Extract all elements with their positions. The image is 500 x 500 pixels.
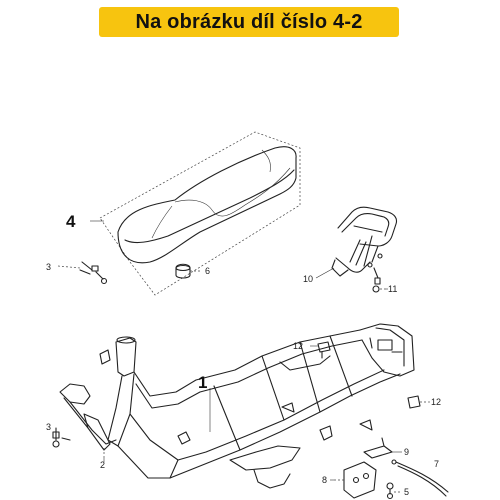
title-banner: Na obrázku díl číslo 4-2 [99,7,399,37]
callout-3-lower: 3 [46,422,51,432]
callout-10: 10 [303,274,313,284]
title-banner-text: Na obrázku díl číslo 4-2 [135,10,363,33]
callout-8: 8 [322,475,327,485]
callout-12-upper: 12 [293,341,303,351]
callout-9: 9 [404,447,409,457]
screw-3-upper[interactable] [57,261,108,285]
bracket-9[interactable] [363,437,393,459]
grommet-6[interactable] [175,263,200,279]
callout-2: 2 [100,460,105,470]
seat-part[interactable] [99,131,301,296]
callout-11: 11 [388,284,397,294]
clip-12-upper[interactable] [317,341,331,359]
callout-5: 5 [404,487,409,497]
callout-12-lower: 12 [431,397,441,407]
screw-11[interactable] [372,267,386,293]
cable-7[interactable] [391,459,449,497]
main-frame-1[interactable] [59,323,415,489]
callout-4: 4 [66,212,76,231]
callout-3-upper: 3 [46,262,51,272]
leader-lines [90,220,430,481]
bracket-2[interactable] [83,413,111,458]
screw-5[interactable] [386,482,402,500]
bracket-8[interactable] [334,461,377,499]
callout-1: 1 [198,373,207,392]
clip-12-lower[interactable] [407,395,428,409]
callout-6: 6 [205,266,210,276]
callout-7: 7 [434,459,439,469]
rear-carrier-10[interactable] [331,206,398,277]
screw-3-lower[interactable] [52,427,71,448]
